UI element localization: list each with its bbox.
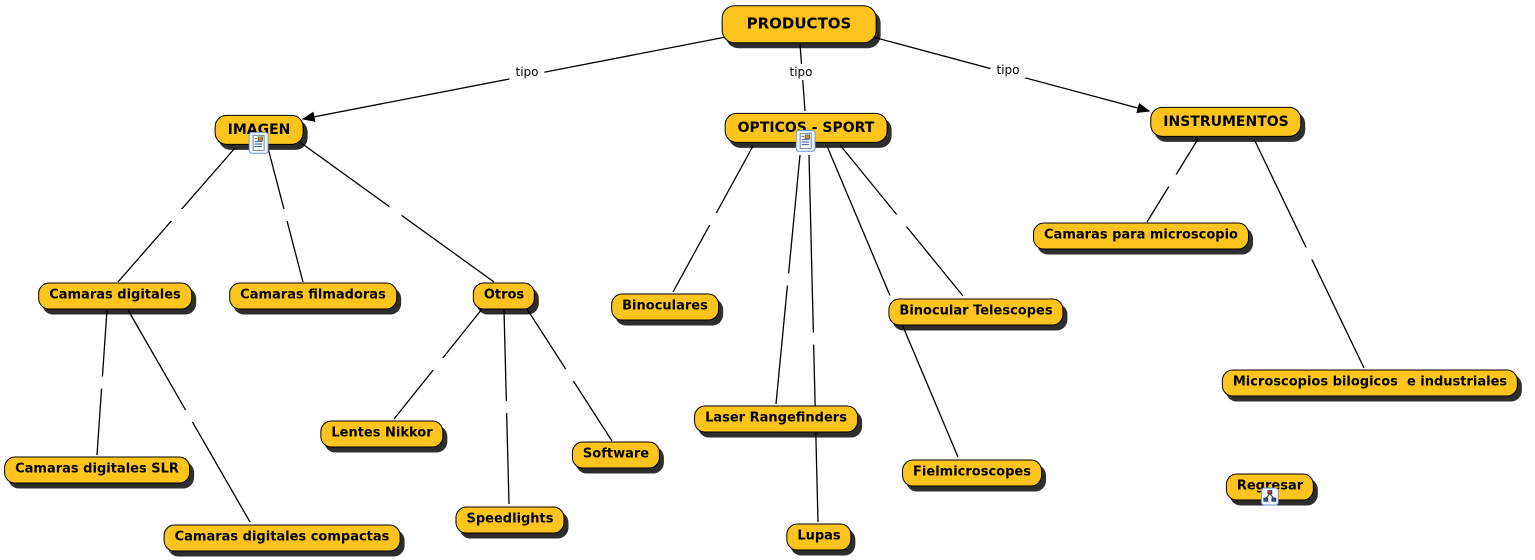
link-label-productos-instrumentos[interactable]: tipo (990, 62, 1026, 78)
concept-node-binoculares[interactable]: Binoculares (611, 293, 719, 321)
concept-node-speedlights[interactable]: Speedlights (455, 506, 565, 534)
concept-label-binoculares: Binoculares (622, 298, 708, 314)
edge-midpoint-gap (279, 209, 292, 221)
concept-label-camaras-para-microscopio: Camaras para microscopio (1044, 227, 1238, 243)
edge-midpoint-gap (432, 358, 444, 370)
edge-midpoint-gap (707, 213, 719, 225)
concept-node-imagen[interactable]: IMAGEN (214, 114, 304, 155)
concept-label-microscopios-bilogicos: Microscopios bilogicos e industriales (1232, 374, 1508, 390)
edge-midpoint-gap (563, 369, 576, 381)
edge-midpoint-gap (500, 401, 513, 413)
cmap-link-icon[interactable] (1260, 487, 1279, 506)
concept-node-opticos-sport[interactable]: OPTICOS - SPORT (724, 112, 888, 153)
concept-node-camaras-digitales[interactable]: Camaras digitales (38, 282, 192, 310)
concept-node-instrumentos[interactable]: INSTRUMENTOS (1150, 106, 1302, 138)
link-label-productos-imagen[interactable]: tipo (509, 64, 545, 80)
concept-label-speedlights: Speedlights (466, 511, 554, 527)
concept-label-camaras-digitales-slr: Camaras digitales SLR (15, 461, 179, 477)
concept-node-microscopios-bilogicos[interactable]: Microscopios bilogicos e industriales (1221, 369, 1519, 397)
concept-node-camaras-filmadoras[interactable]: Camaras filmadoras (229, 282, 397, 310)
concept-label-opticos-sport: OPTICOS - SPORT (737, 119, 875, 136)
concept-label-software: Software (582, 446, 650, 462)
edge-midpoint-gap (782, 273, 794, 286)
edge-midpoint-gap (807, 332, 820, 345)
concept-label-lentes-nikkor: Lentes Nikkor (331, 425, 433, 441)
concept-node-camaras-digitales-compactas[interactable]: Camaras digitales compactas (163, 524, 401, 552)
edge-midpoint-gap (96, 376, 108, 389)
concept-label-laser-rangefinders: Laser Rangefinders (705, 410, 847, 426)
resource-icon[interactable] (249, 132, 269, 155)
concept-node-lupas[interactable]: Lupas (786, 523, 852, 551)
link-label-productos-opticos-sport[interactable]: tipo (783, 64, 819, 80)
edge-midpoint-gap (170, 209, 183, 221)
concept-label-regresar: Regresar (1236, 478, 1304, 494)
concept-label-lupas: Lupas (797, 528, 841, 544)
concept-label-camaras-digitales: Camaras digitales (49, 287, 181, 303)
concept-node-camaras-digitales-slr[interactable]: Camaras digitales SLR (4, 456, 190, 484)
edge-midpoint-gap (1166, 174, 1179, 187)
concept-label-camaras-filmadoras: Camaras filmadoras (240, 287, 386, 303)
concept-node-laser-rangefinders[interactable]: Laser Rangefinders (694, 405, 858, 433)
concept-node-fielmicroscopes[interactable]: Fielmicroscopes (902, 459, 1042, 487)
concept-label-fielmicroscopes: Fielmicroscopes (913, 464, 1031, 480)
edge-midpoint-gap (1303, 247, 1315, 260)
concept-node-lentes-nikkor[interactable]: Lentes Nikkor (320, 420, 444, 448)
concept-label-otros: Otros (483, 287, 525, 303)
concept-label-imagen: IMAGEN (227, 121, 291, 138)
concept-label-productos: PRODUCTOS (746, 14, 852, 33)
edge-midpoint-gap (895, 214, 908, 227)
concept-node-camaras-para-microscopio[interactable]: Camaras para microscopio (1033, 222, 1249, 250)
concept-node-software[interactable]: Software (571, 441, 661, 469)
concept-node-regresar[interactable]: Regresar (1225, 473, 1315, 506)
edge-midpoint-gap (389, 205, 402, 217)
concept-label-camaras-digitales-compactas: Camaras digitales compactas (174, 529, 390, 545)
concept-node-binocular-telescopes[interactable]: Binocular Telescopes (888, 298, 1064, 326)
concept-node-productos[interactable]: PRODUCTOS (721, 5, 877, 43)
resource-icon[interactable] (796, 130, 816, 153)
concept-node-otros[interactable]: Otros (472, 282, 536, 310)
edge-midpoint-gap (183, 410, 195, 422)
concept-label-instrumentos: INSTRUMENTOS (1163, 113, 1289, 130)
concept-label-binocular-telescopes: Binocular Telescopes (899, 303, 1053, 319)
